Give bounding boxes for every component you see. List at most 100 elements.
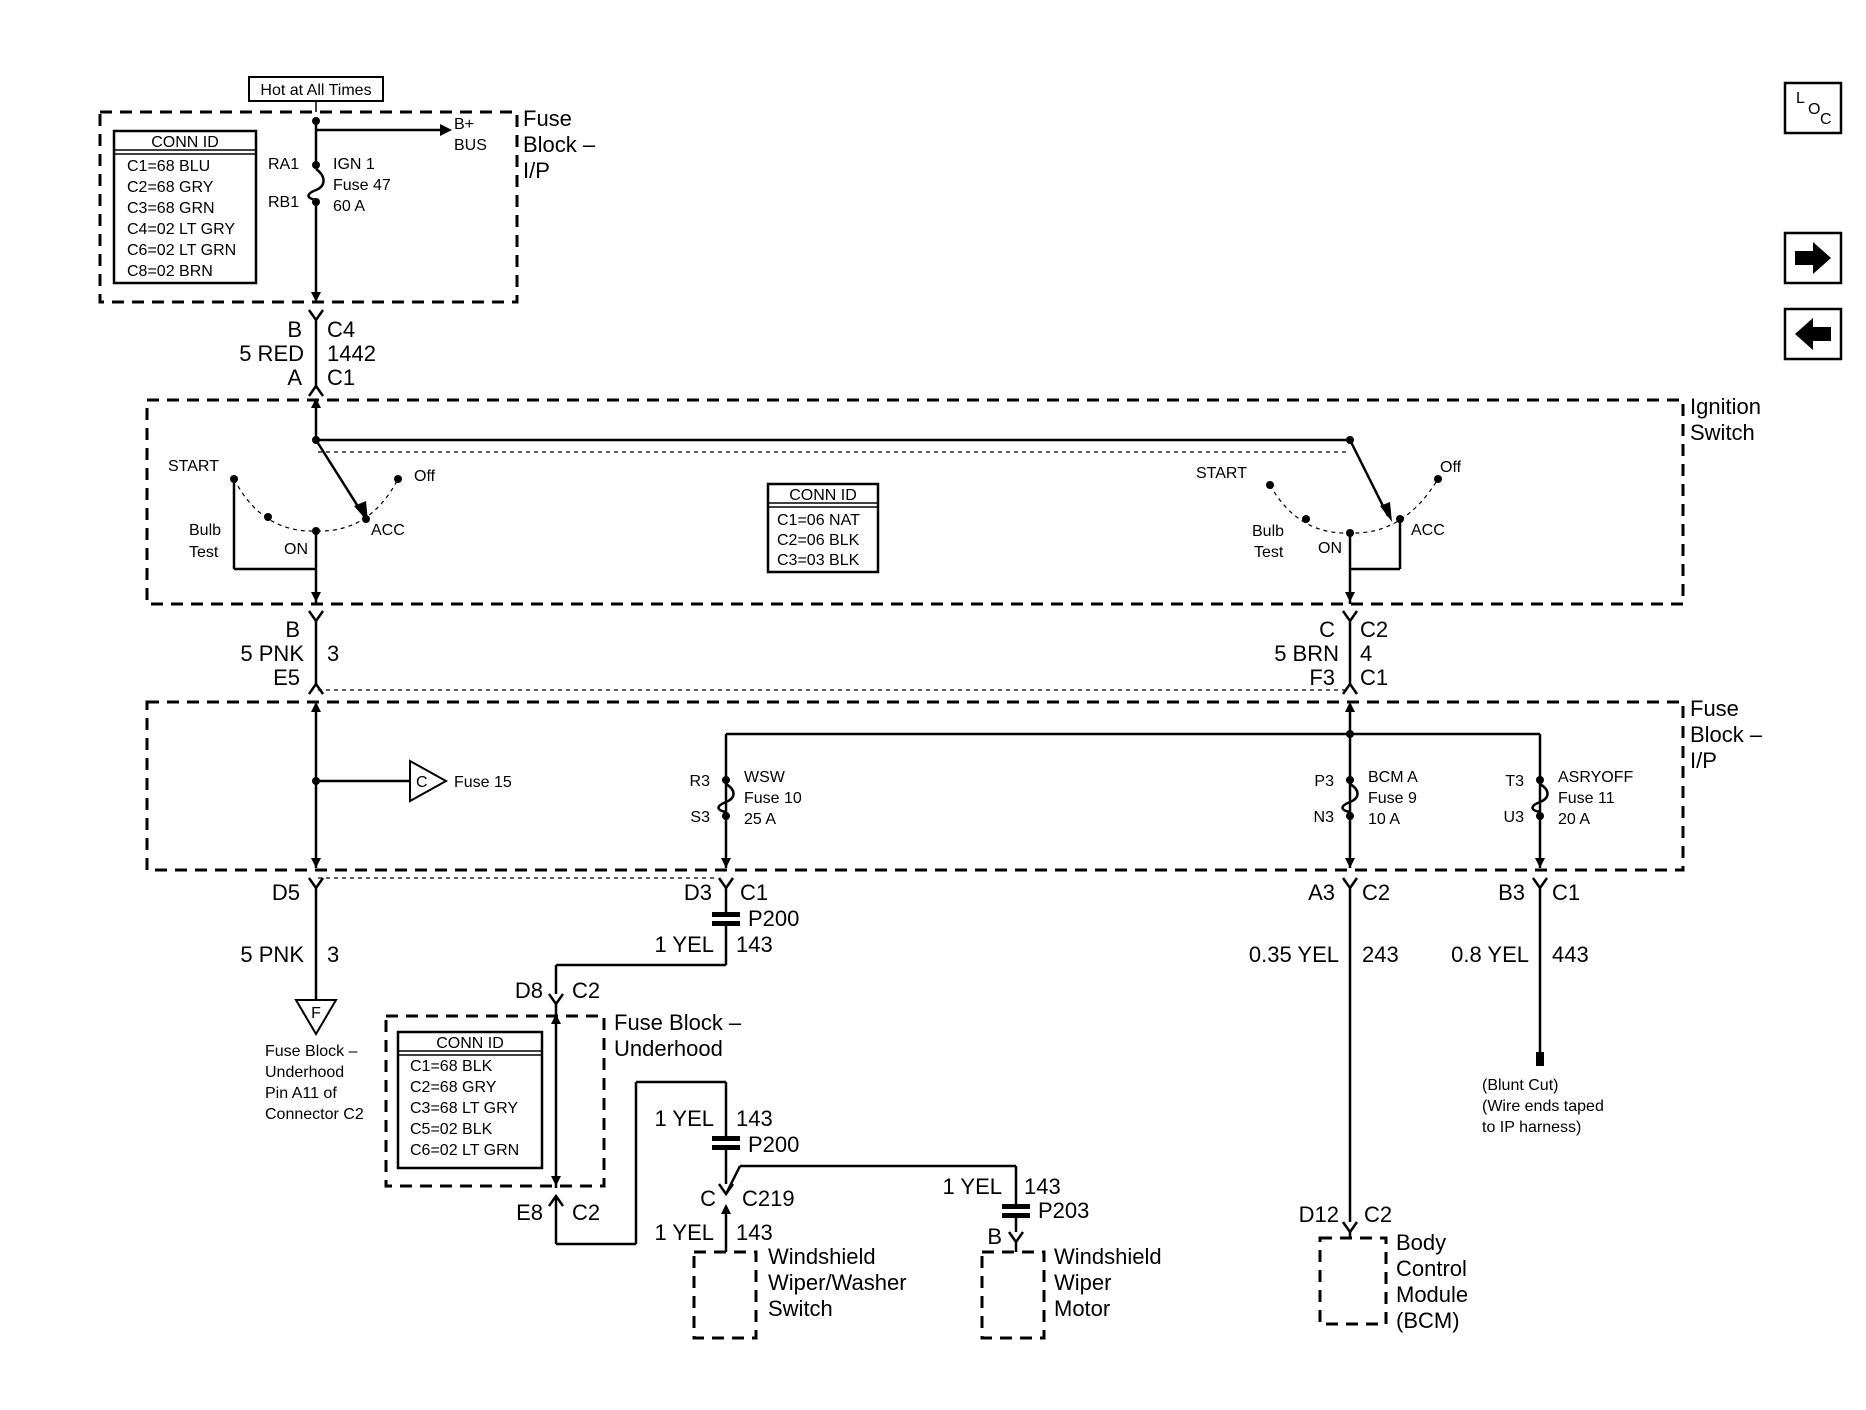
wire-5-pnk-label: 5 PNK	[240, 942, 304, 967]
fuse-block-underhood: Fuse Block – Underhood D8 C2 E8 C2 CONN …	[384, 978, 742, 1246]
f-desc-line: Connector C2	[265, 1106, 364, 1123]
wire-pnk-3: B 5 PNK 3 E5	[240, 592, 1348, 695]
wire-1-yel-label: 1 YEL	[654, 1220, 714, 1245]
fuse-block-mid-title-3: I/P	[1690, 748, 1717, 773]
pin-b-label: B	[987, 1224, 1002, 1249]
fuse-block-top-title-2: Block –	[523, 132, 596, 157]
switch-label-2: Wiper/Washer	[768, 1270, 907, 1295]
conn-c1-label: C1	[1360, 665, 1388, 690]
asr-fuse-rating: 20 A	[1558, 811, 1590, 828]
wire-5-red-label: 5 RED	[239, 341, 304, 366]
pin-b-label: B	[285, 617, 300, 642]
right-bulb-label: Bulb	[1252, 523, 1284, 540]
conn-c2-label: C2	[1364, 1202, 1392, 1227]
conn-id-row: C6=02 LT GRN	[410, 1142, 519, 1159]
loc-button[interactable]: L O C	[1783, 81, 1843, 135]
blunt-cut-note: (Blunt Cut)	[1482, 1077, 1558, 1094]
pin-f3-label: F3	[1309, 665, 1335, 690]
wsw-fuse-number: Fuse 10	[744, 790, 802, 807]
circuit-143-label: 143	[1024, 1174, 1061, 1199]
bcm-fuse-number: Fuse 9	[1368, 790, 1417, 807]
asr-fuse-name: ASRYOFF	[1558, 769, 1634, 786]
left-test-label: Test	[189, 544, 219, 561]
forward-button[interactable]	[1783, 231, 1843, 285]
left-start-label: START	[168, 458, 219, 475]
conn-c2-label: C2	[572, 1200, 600, 1225]
f-desc-line: Fuse Block –	[265, 1043, 358, 1060]
circuit-143-label: 143	[736, 1106, 773, 1131]
wire-0-35-yel-label: 0.35 YEL	[1249, 942, 1339, 967]
ignition-switch: Ignition Switch START Off Bulb Test ON A…	[145, 394, 1761, 606]
conn-id-row: C2=68 GRY	[127, 179, 214, 196]
circuit-443-label: 443	[1552, 942, 1589, 967]
back-button[interactable]	[1783, 307, 1843, 361]
conn-id-row: C3=03 BLK	[777, 552, 860, 569]
pin-d8-label: D8	[515, 978, 543, 1003]
underhood-title-1: Fuse Block –	[614, 1010, 742, 1035]
pin-n3-label: N3	[1314, 809, 1335, 826]
bplus-label: B+	[454, 116, 474, 133]
right-off-label: Off	[1440, 459, 1462, 476]
conn-id-row: C5=02 BLK	[410, 1121, 493, 1138]
fuse15-label: Fuse 15	[454, 774, 512, 791]
body-control-module: D12 C2 Body Control Module (BCM)	[1299, 1202, 1469, 1333]
fuse-10-wsw: R3 S3 WSW Fuse 10 25 A	[690, 769, 802, 868]
conn-c2-label: C2	[1362, 880, 1390, 905]
wsw-fuse-name: WSW	[744, 769, 786, 786]
conn-c1-label: C1	[740, 880, 768, 905]
hot-at-all-times-label: Hot at All Times	[260, 82, 371, 99]
fuse47-label: Fuse 47	[333, 177, 391, 194]
fuse-block-mid-title-2: Block –	[1690, 722, 1763, 747]
circuit-143-label: 143	[736, 1220, 773, 1245]
left-off-label: Off	[414, 468, 436, 485]
conn-id-header: CONN ID	[436, 1035, 504, 1052]
bcm-label-1: Body	[1396, 1230, 1446, 1255]
pin-s3-label: S3	[690, 809, 710, 826]
circuit-3-label: 3	[327, 942, 339, 967]
conn-id-row: C3=68 LT GRY	[410, 1100, 518, 1117]
fuse47-rating: 60 A	[333, 198, 365, 215]
f-desc-line: Pin A11 of	[265, 1085, 337, 1102]
pin-a3-label: A3	[1308, 880, 1335, 905]
fuse15-tag: C	[416, 774, 428, 791]
pin-b-label: B	[287, 317, 302, 342]
rb1-label: RB1	[268, 194, 299, 211]
bus-label: BUS	[454, 137, 487, 154]
conn-id-table-ignition: CONN ID C1=06 NAT C2=06 BLK C3=03 BLK	[766, 482, 880, 574]
pin-d5-label: D5	[272, 880, 300, 905]
right-acc-label: ACC	[1411, 522, 1445, 539]
conn-id-header: CONN ID	[151, 134, 219, 151]
pin-u3-label: U3	[1504, 809, 1525, 826]
conn-id-row: C1=06 NAT	[777, 512, 860, 529]
wire-pnk-to-underhood: D5 5 PNK 3 F Fuse Block – Underhood Pin …	[240, 877, 364, 1123]
wiper-washer-switch: Windshield Wiper/Washer Switch	[692, 1244, 907, 1340]
wire-brn-4: C C2 5 BRN 4 F3 C1	[1274, 592, 1388, 695]
conn-id-row: C1=68 BLK	[410, 1058, 493, 1075]
ignition-switch-title-1: Ignition	[1690, 394, 1761, 419]
conn-c1-label: C1	[1552, 880, 1580, 905]
conn-id-row: C2=06 BLK	[777, 532, 860, 549]
conn-id-row: C6=02 LT GRN	[127, 242, 236, 259]
conn-c1-label: C1	[327, 365, 355, 390]
fuse-block-top-title-3: I/P	[523, 158, 550, 183]
f-tag: F	[311, 1005, 321, 1022]
wire-1-yel-label: 1 YEL	[942, 1174, 1002, 1199]
conn-id-row: C1=68 BLU	[127, 158, 210, 175]
splice-p200-label: P200	[748, 1132, 799, 1157]
left-acc-label: ACC	[371, 522, 405, 539]
wiper-motor: Windshield Wiper Motor	[980, 1244, 1162, 1340]
fuse-block-mid-title-1: Fuse	[1690, 696, 1739, 721]
left-bulb-label: Bulb	[189, 522, 221, 539]
asr-fuse-number: Fuse 11	[1558, 790, 1615, 807]
circuit-4-label: 4	[1360, 641, 1372, 666]
bcm-label-3: Module	[1396, 1282, 1468, 1307]
wire-yel-243: A3 C2 0.35 YEL 243	[1249, 877, 1399, 1222]
wire-1442: B C4 5 RED 1442 A C1	[239, 309, 376, 397]
bcm-label-2: Control	[1396, 1256, 1467, 1281]
wire-yel-443: B3 C1 0.8 YEL 443 (Blunt Cut) (Wire ends…	[1451, 877, 1604, 1136]
conn-id-row: C2=68 GRY	[410, 1079, 497, 1096]
motor-label-1: Windshield	[1054, 1244, 1162, 1269]
pin-c-label: C	[1319, 617, 1335, 642]
switch-label-1: Windshield	[768, 1244, 876, 1269]
splice-p200-label: P200	[748, 906, 799, 931]
